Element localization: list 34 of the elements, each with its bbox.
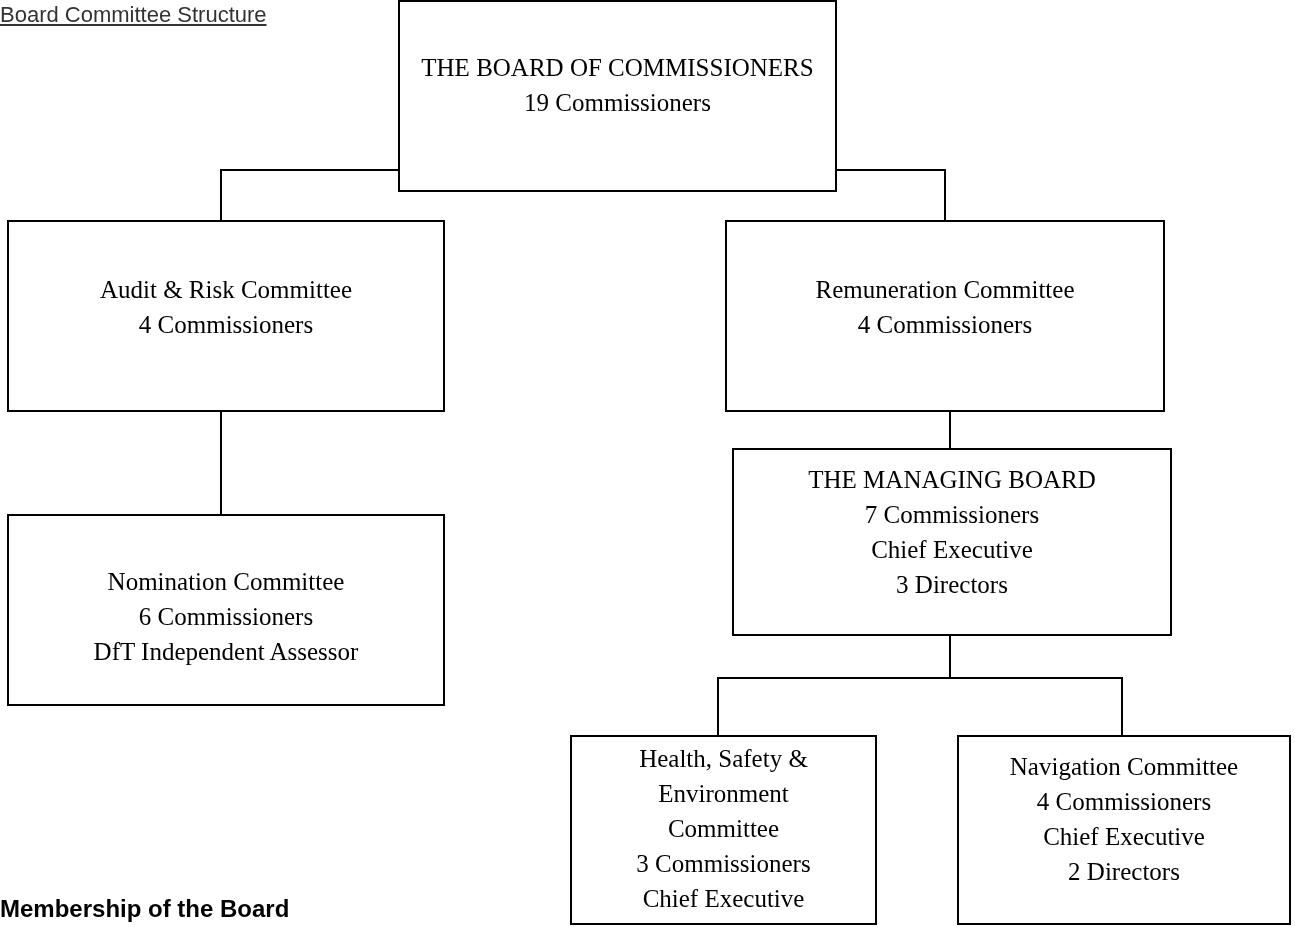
committee-box (732, 448, 1172, 636)
section-heading: Membership of the Board (0, 894, 290, 924)
committee-name: Nomination Committee (106, 567, 346, 597)
connector-line (220, 411, 222, 515)
committee-name: Remuneration Committee (814, 275, 1076, 305)
member-line: 6 Commissioners (137, 602, 315, 632)
member-line: 2 Directors (1067, 857, 1181, 887)
member-line: Chief Executive (641, 884, 806, 914)
member-line: Chief Executive (1042, 822, 1206, 852)
connector-line (949, 411, 951, 449)
committee-name: Audit & Risk Committee (98, 275, 354, 305)
member-line: 4 Commissioners (137, 310, 315, 340)
committee-name: THE BOARD OF COMMISSIONERS (420, 53, 815, 83)
committee-box (7, 220, 445, 412)
committee-box (725, 220, 1165, 412)
member-line: 4 Commissioners (1035, 787, 1213, 817)
committee-name: Navigation Committee (1008, 752, 1240, 782)
member-line: 3 Commissioners (635, 849, 812, 879)
connector-line (836, 169, 946, 221)
member-line: 3 Directors (895, 570, 1009, 600)
member-line: 7 Commissioners (863, 500, 1041, 530)
committee-box (7, 514, 445, 706)
connector-line (949, 635, 1123, 736)
member-line: 19 Commissioners (523, 88, 712, 118)
connector-line (220, 169, 399, 221)
committee-name: Health, Safety & Environment Committee (638, 744, 809, 844)
member-line: 4 Commissioners (856, 310, 1034, 340)
committee-box (570, 735, 877, 925)
committee-name: THE MANAGING BOARD (807, 465, 1097, 495)
member-line: DfT Independent Assessor (92, 637, 360, 667)
member-line: Chief Executive (870, 535, 1034, 565)
committee-box (957, 735, 1291, 925)
diagram-title: Board Committee Structure (0, 1, 267, 29)
committee-box (398, 0, 837, 192)
